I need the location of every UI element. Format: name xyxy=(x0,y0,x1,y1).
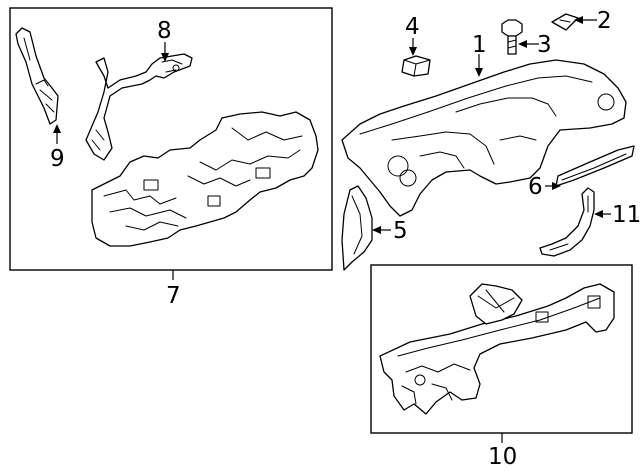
trim-strip-part-6 xyxy=(555,145,635,187)
panel-carrier-part-7 xyxy=(91,111,319,247)
end-cap-part-5 xyxy=(341,185,373,271)
callout-9: 9 xyxy=(50,146,65,172)
leader-lines xyxy=(53,16,611,234)
wiring-bracket-part-8 xyxy=(85,53,193,161)
callout-10: 10 xyxy=(488,444,517,470)
callout-11: 11 xyxy=(612,202,640,228)
cross-car-beam-part-10 xyxy=(379,283,615,415)
callout-7: 7 xyxy=(166,283,181,309)
callout-8: 8 xyxy=(157,18,172,44)
plate-part-2 xyxy=(551,13,579,31)
curved-bracket-part-11 xyxy=(539,187,595,257)
bolt-part-3 xyxy=(501,19,523,55)
clip-part-4 xyxy=(401,55,431,77)
bracket-part-9 xyxy=(15,27,59,125)
callout-2: 2 xyxy=(597,8,612,34)
group-frame-7 xyxy=(9,7,333,271)
callout-5: 5 xyxy=(393,218,408,244)
callout-3: 3 xyxy=(537,32,552,58)
callout-4: 4 xyxy=(405,14,420,40)
callout-1: 1 xyxy=(472,32,487,58)
callout-6: 6 xyxy=(528,174,543,200)
instrument-panel-part-1 xyxy=(341,59,627,217)
